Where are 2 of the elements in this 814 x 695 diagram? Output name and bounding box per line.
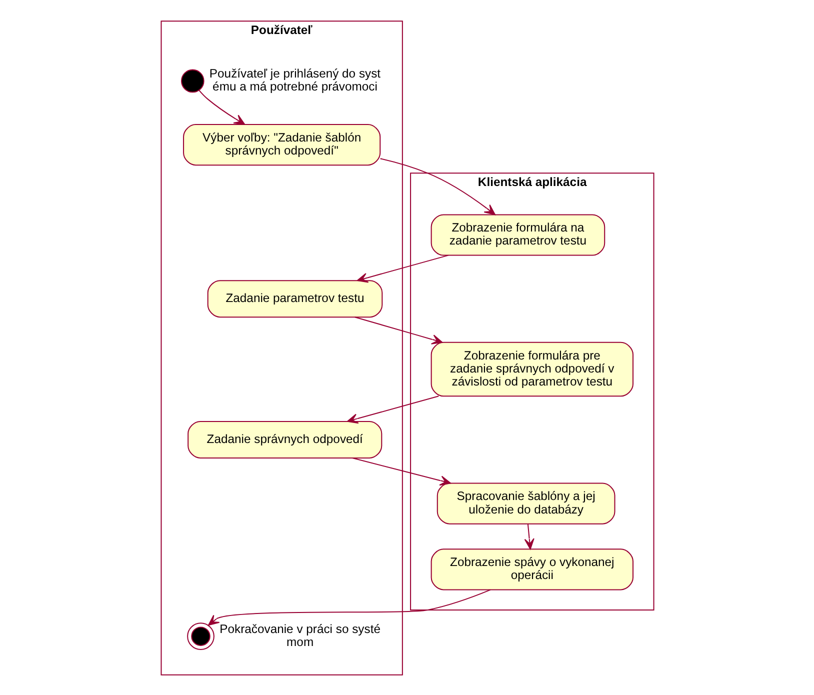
node-label: Pokračovanie v práci so systé mom bbox=[219, 621, 380, 649]
node-label: Používateľ je prihlásený do syst ému a má potrebné právomoci bbox=[208, 66, 380, 94]
